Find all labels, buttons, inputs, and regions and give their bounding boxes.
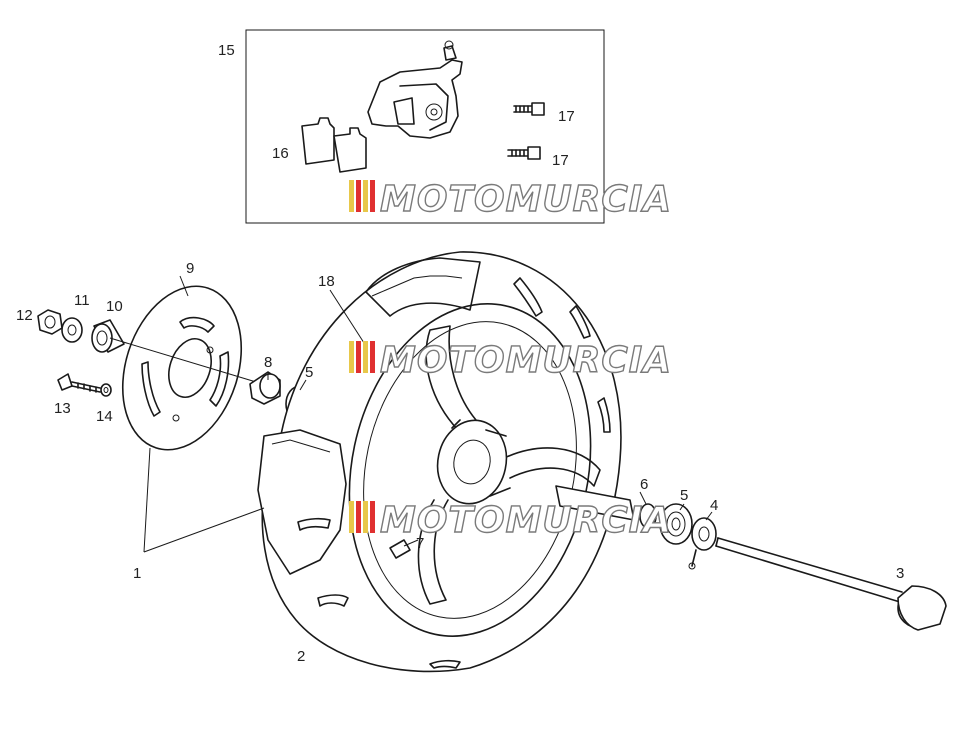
callout-7: 7 [416,535,424,552]
brake-disc [121,285,243,451]
callout-13: 13 [54,400,71,417]
watermark-stripe [356,501,361,533]
callout-5-right: 5 [680,487,688,504]
callout-5-left: 5 [305,364,313,381]
caliper-bolt-upper [513,102,545,116]
callout-6: 6 [640,476,648,493]
watermark-text: MOTOMURCIA [380,500,672,541]
axle-washer [688,517,717,570]
watermark-stripe [363,180,368,212]
callout-15: 15 [218,42,235,59]
watermark-top: MOTOMURCIA [349,178,672,221]
callout-2: 2 [297,648,305,665]
hub-spacer [91,319,125,353]
watermark-stripe [349,180,354,212]
watermark-stripe [370,501,375,533]
watermark-stripe [356,180,361,212]
watermark-stripe [370,180,375,212]
callout-4: 4 [710,497,718,514]
leader-lines [143,275,713,553]
disc-bolt-washer [100,383,112,397]
callout-12: 12 [16,307,33,324]
watermark-stripe [370,341,375,373]
bearing-right [659,503,693,545]
watermark-text: MOTOMURCIA [380,340,672,381]
watermark-stripe [349,341,354,373]
watermark-stripe [356,341,361,373]
disc-bolt [57,373,101,393]
watermark-text: MOTOMURCIA [380,179,672,220]
axle-spacer [555,485,657,529]
callout-14: 14 [96,408,113,425]
callout-18: 18 [318,273,335,290]
callout-10: 10 [106,298,123,315]
hub-washer [61,317,83,343]
callout-17-upper: 17 [558,108,575,125]
caliper-bolt-lower [507,146,541,160]
callout-8: 8 [264,354,272,371]
callout-17-lower: 17 [552,152,569,169]
wheel-assembly [257,251,622,673]
callout-11: 11 [74,292,90,309]
brake-caliper [367,40,463,139]
callout-3: 3 [896,565,904,582]
watermark-middle: MOTOMURCIA [349,339,672,382]
watermark-stripe [363,501,368,533]
hub-nut [37,309,63,335]
brake-pads [301,117,367,173]
watermark-stripe [363,341,368,373]
wheel-axle [715,537,947,631]
callout-9: 9 [186,260,194,277]
axle-centerline-left [109,337,257,383]
caliper-inset-frame [245,29,605,224]
callout-16: 16 [272,145,289,162]
watermark-bottom: MOTOMURCIA [349,499,672,542]
hub-bushing [249,371,281,405]
callout-1: 1 [133,565,141,582]
watermark-stripe [349,501,354,533]
